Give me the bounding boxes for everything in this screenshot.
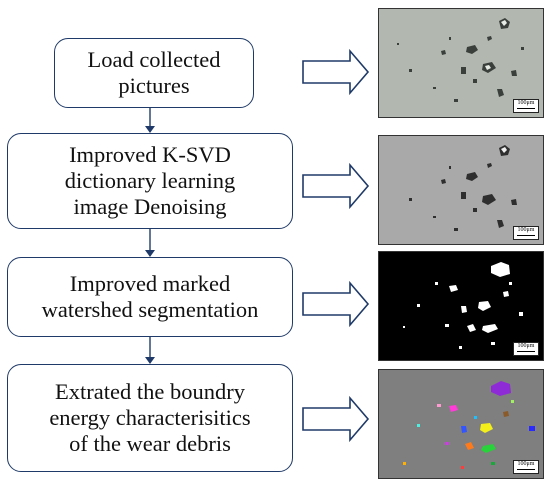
raw-debris-particles bbox=[397, 18, 524, 102]
step-ksvd-denoising: Improved K-SVD dictionary learning image… bbox=[7, 133, 293, 229]
step-load-pictures: Load collected pictures bbox=[54, 38, 254, 108]
arrowhead-3-4 bbox=[145, 357, 155, 364]
block-arrow-3 bbox=[302, 280, 370, 328]
feature-debris-image: 100μm bbox=[378, 369, 544, 479]
scale-label: 100μm bbox=[517, 461, 535, 467]
arrowhead-1-2 bbox=[145, 126, 155, 133]
denoised-debris-particles bbox=[409, 145, 517, 231]
scale-label: 100μm bbox=[517, 343, 535, 349]
denoised-debris-image: 100μm bbox=[378, 135, 544, 245]
block-arrow-4 bbox=[302, 395, 370, 443]
scale-bar: 100μm bbox=[513, 99, 539, 113]
feature-debris-particles bbox=[403, 381, 535, 469]
scale-label: 100μm bbox=[517, 100, 535, 106]
scale-bar: 100μm bbox=[513, 342, 539, 356]
scale-bar: 100μm bbox=[513, 460, 539, 474]
step-extract-features: Extrated the boundry energy characterisi… bbox=[7, 364, 293, 472]
raw-debris-image: 100μm bbox=[378, 8, 544, 118]
scale-bar: 100μm bbox=[513, 226, 539, 240]
block-arrow-1 bbox=[302, 48, 370, 96]
step-watershed-segmentation: Improved marked watershed segmentation bbox=[7, 257, 293, 337]
scale-label: 100μm bbox=[517, 227, 535, 233]
block-arrow-2 bbox=[302, 162, 370, 210]
segmented-debris-particles bbox=[403, 262, 523, 349]
segmented-debris-image: 100μm bbox=[378, 251, 544, 361]
arrowhead-2-3 bbox=[145, 250, 155, 257]
